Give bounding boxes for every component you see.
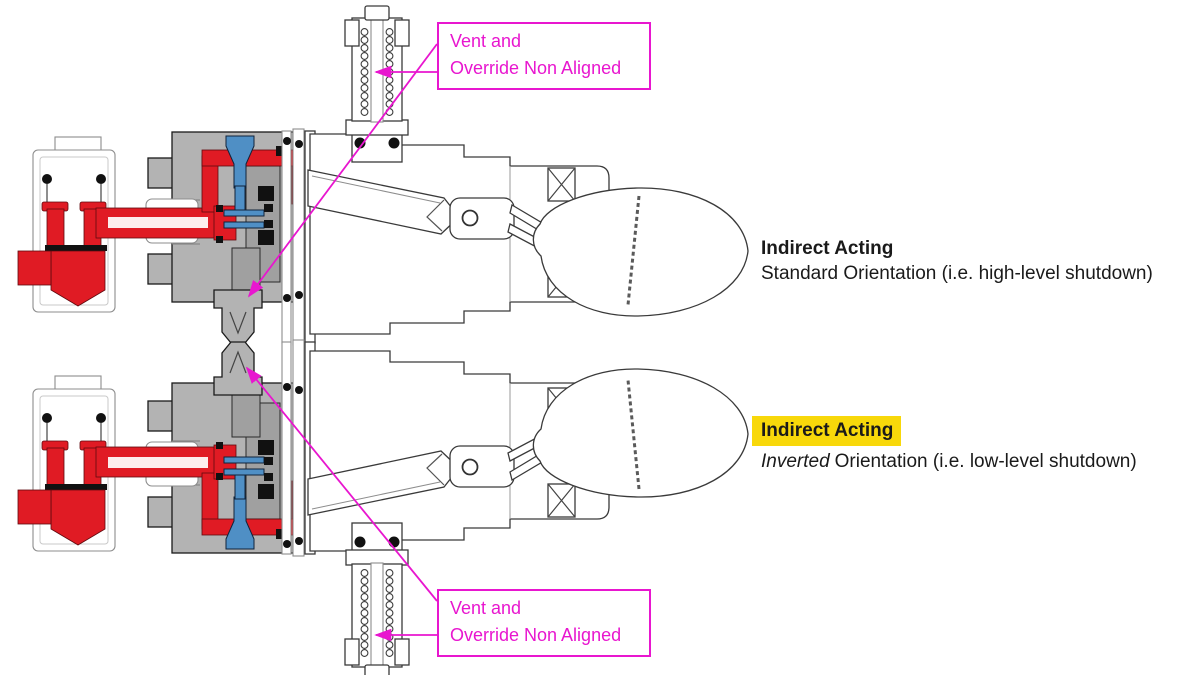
label-title-highlighted: Indirect Acting [752,416,902,446]
callout-vent-override-top: Vent and Override Non Aligned [437,22,651,90]
label-subtitle-rest: Orientation (i.e. low-level shutdown) [834,451,1137,472]
leader-top-vent [247,43,438,298]
callout-line2: Override Non Aligned [450,625,622,645]
callout-vent-override-bottom: Vent and Override Non Aligned [437,589,651,657]
callout-line2: Override Non Aligned [450,58,622,78]
leader-bottom-vent [245,366,438,602]
label-subtitle: Standard Orientation (i.e. high-level sh… [761,263,1153,284]
label-title: Indirect Acting [761,238,894,259]
label-subtitle-italic: Inverted [761,451,830,472]
callout-leaders [245,43,438,642]
callout-line1: Vent and [450,31,522,51]
label-standard-orientation: Indirect Acting Standard Orientation (i.… [761,236,1153,286]
callout-line1: Vent and [450,598,522,618]
